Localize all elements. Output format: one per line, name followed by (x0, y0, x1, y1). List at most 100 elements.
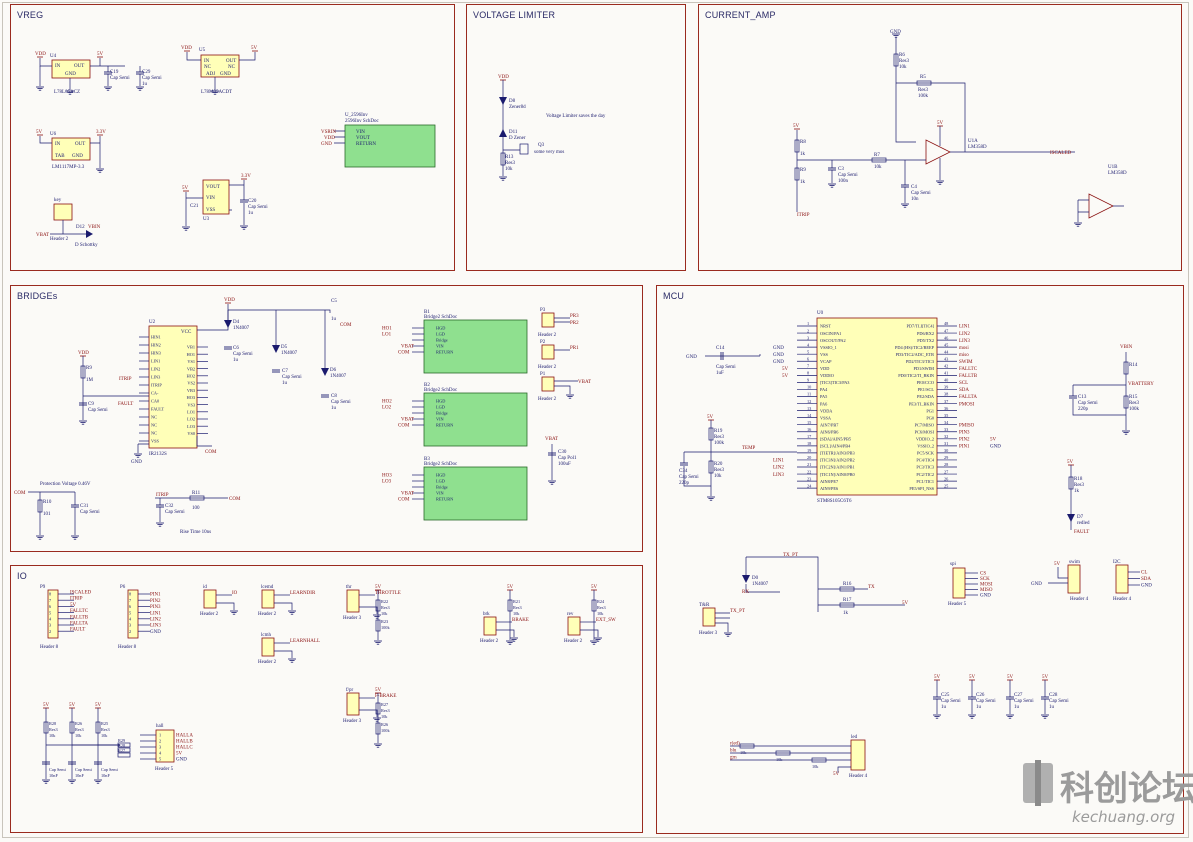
swim-header (1067, 564, 1081, 594)
u6-5v-label: 5V (36, 130, 43, 135)
led-resistor (739, 743, 755, 749)
panel-mcu: MCU (656, 285, 1184, 834)
c30-ref: C30 (558, 450, 567, 455)
ca-gnd-label: GND (890, 30, 901, 35)
d4-ref: D4 (233, 320, 240, 325)
q3-ref: Q3 (538, 143, 545, 148)
led-net: grn (730, 756, 737, 761)
mcu-right-net-label: FALLTA (959, 395, 977, 400)
c6-val: 1u (233, 358, 239, 363)
spi-part: Header 5 (948, 602, 967, 607)
mcu-right-pin-number: 30 (944, 448, 948, 453)
divider-resistor-ref: R23 (381, 619, 388, 624)
u5-in-pin: IN (204, 59, 210, 64)
r14-ref: R14 (1129, 363, 1138, 368)
panel-bridges: BRIDGEs (10, 285, 643, 552)
r19-part: Res3 (714, 435, 725, 440)
panel-title-vreg: VREG (17, 10, 44, 20)
u3-vin-pin: VIN (206, 196, 215, 201)
mcu-left-pin-number: 13 (807, 406, 811, 411)
r9b-resistor (80, 365, 86, 379)
hall-pin-number: 4 (159, 751, 162, 756)
mcu-right-pin-number: 34 (944, 420, 949, 425)
p9-ref: P9 (40, 585, 46, 590)
hall-net-label: 5V (176, 752, 183, 757)
tx-pt-net: TX_PT (783, 553, 798, 558)
c8-part: Cap Semi (331, 400, 351, 405)
hall-net-label: HALLB (176, 740, 193, 745)
i2c-part: Header 4 (1113, 597, 1132, 602)
d8-ref: D8 (509, 99, 516, 104)
rise-time-note: Rise Time 10ns (180, 530, 211, 535)
p6-header (127, 589, 139, 639)
mcu-right-net-label: LIN3 (959, 339, 970, 344)
r16-resistor (839, 586, 855, 592)
u3-vss-pin: VSS (206, 208, 215, 213)
divider-resistor-val: 10k (513, 611, 520, 616)
u2-left-pin-label: CA- (151, 391, 159, 396)
p9-pin-number: 8 (49, 592, 51, 597)
hall-series-resistor (117, 742, 131, 748)
mcu-left-pin-number: 12 (807, 399, 811, 404)
bridge-pin-label: LGD (436, 405, 445, 410)
hall-pullup-part: Res3 (49, 727, 58, 732)
mcu-left-pin-number: 23 (807, 476, 811, 481)
mcu-left-pin-label: VDDIO (820, 373, 834, 378)
divider-resistor-ref: R24 (597, 599, 605, 604)
d0-ref: D0 (752, 576, 759, 581)
mcu-right-pin-number: 42 (944, 364, 948, 369)
mcu-right-pin-number: 41 (944, 371, 948, 376)
u5-5v-label: 5V (251, 46, 258, 51)
mcu-left-gnd-label: GND (773, 353, 784, 358)
io-header-ref: f/pr (346, 688, 354, 693)
watermark-en: kechuang.org (1072, 808, 1175, 826)
io-header-part: Header 2 (480, 639, 499, 644)
u2-right-pin-label: VB2 (187, 366, 195, 371)
r10-val: 101 (43, 512, 51, 517)
mcu-right-pin-number: 45 (944, 342, 948, 347)
c32-ref: C32 (165, 504, 174, 509)
mcu-right-pin-label: PG1 (926, 408, 934, 413)
u3-vout-pin: VOUT (206, 185, 220, 190)
d11-part: D Zener (509, 136, 526, 141)
hall-cap-val: 10nF (49, 773, 58, 778)
mcu-right-net-label: mosi (959, 346, 969, 351)
d4-diode (224, 320, 232, 328)
u5-nc2-pin: NC (228, 65, 236, 70)
r11-itrip-label: ITRIP (156, 493, 169, 498)
bridge-pin-label: Bridge (436, 338, 448, 343)
d7-part: redled (1077, 521, 1090, 526)
hall-cap-part: Cap Semi (75, 767, 93, 772)
vl-vdd-label: VDD (498, 75, 509, 80)
io-header (346, 692, 360, 716)
u5-regulator (200, 54, 240, 78)
i2c-pin-net: CL (1141, 571, 1147, 576)
hall-net-label: HALLC (176, 746, 193, 751)
watermark-cn: 科创论坛 (1060, 769, 1193, 809)
u2-ref: U2 (149, 320, 156, 325)
mcu-left-pin-label: [TIC3N]/AIN2/PB2 (820, 458, 855, 463)
mcu-left-pin-number: 19 (807, 448, 811, 453)
c29-part: Cap Semi (142, 76, 162, 81)
key-header (53, 203, 73, 221)
c7-ref: C7 (282, 369, 288, 374)
p1-ref: P1 (540, 372, 546, 377)
hall-pin-number: 5 (159, 757, 161, 762)
mcu-left-pin-label: [SDA]/AIN5/PB5 (820, 437, 851, 442)
led-5v-net: 5V (833, 772, 840, 777)
io-header (261, 589, 275, 609)
d7-fault-net: FAULT (1074, 530, 1089, 535)
cap-part: Cap Semi (976, 699, 996, 704)
txr-part: Header 3 (699, 631, 718, 636)
io-header (346, 589, 360, 613)
bridge-lgd-net: LO1 (382, 333, 392, 338)
io-header-ref: rev (567, 612, 574, 617)
u2-left-pin-label: LIN2 (151, 367, 160, 372)
mcu-right-pin-number: 32 (944, 434, 948, 439)
mcu-right-pin-number: 47 (944, 328, 949, 333)
u5-out-pin: OUT (226, 59, 236, 64)
cap-val: 1u (1049, 705, 1055, 710)
u0-part: STM8S105C6T6 (817, 499, 852, 504)
bridge-sheet-block (423, 466, 528, 521)
